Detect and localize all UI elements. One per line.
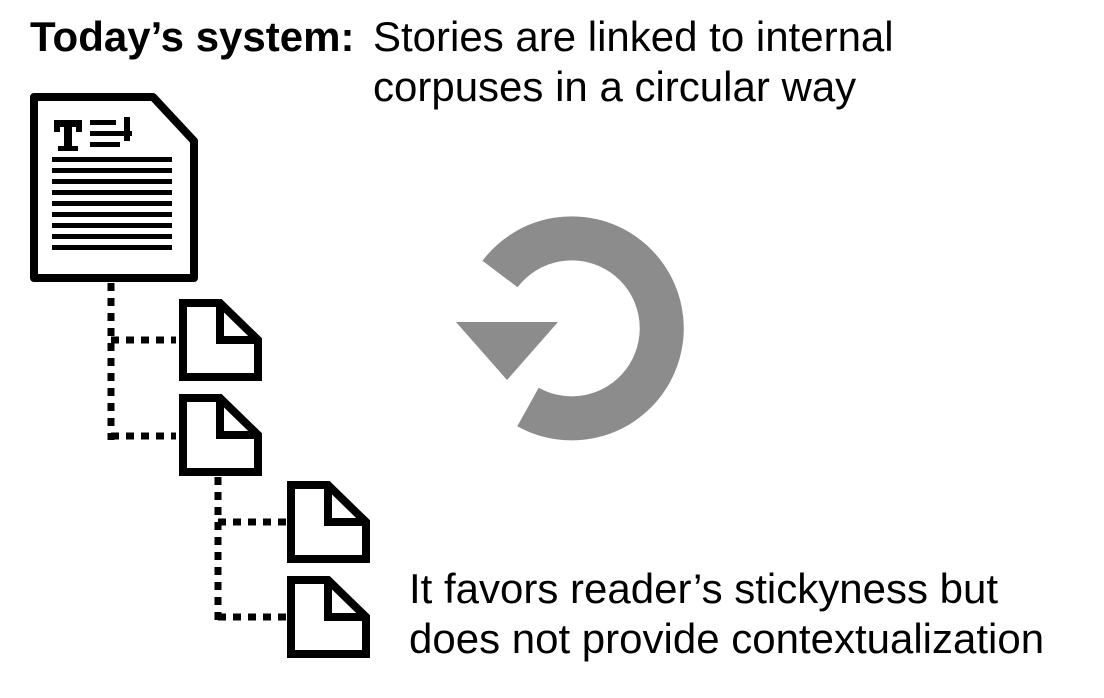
heading-line-2: corpuses in a circular way: [373, 63, 857, 110]
blank-page-icon: [287, 576, 370, 658]
heading-description: Stories are linked to internal corpuses …: [373, 12, 894, 112]
footer-line-1: It favors reader’s stickyness but: [409, 565, 999, 612]
link-connectors: [107, 283, 286, 621]
blank-page-icon: [287, 481, 370, 563]
heading-line-1: Stories are linked to internal: [373, 13, 894, 60]
main-story-document-icon: [30, 93, 198, 282]
blank-page-icon: [179, 299, 262, 381]
heading-label: Today’s system:: [30, 13, 355, 60]
text-t-glyph: [54, 120, 82, 151]
footer-line-2: does not provide contextualization: [409, 615, 1045, 662]
text-lines: [52, 117, 172, 250]
circular-arrow-icon: [456, 216, 684, 441]
blank-page-icon: [179, 394, 262, 476]
footer-note: It favors reader’s stickyness but does n…: [409, 564, 1044, 664]
